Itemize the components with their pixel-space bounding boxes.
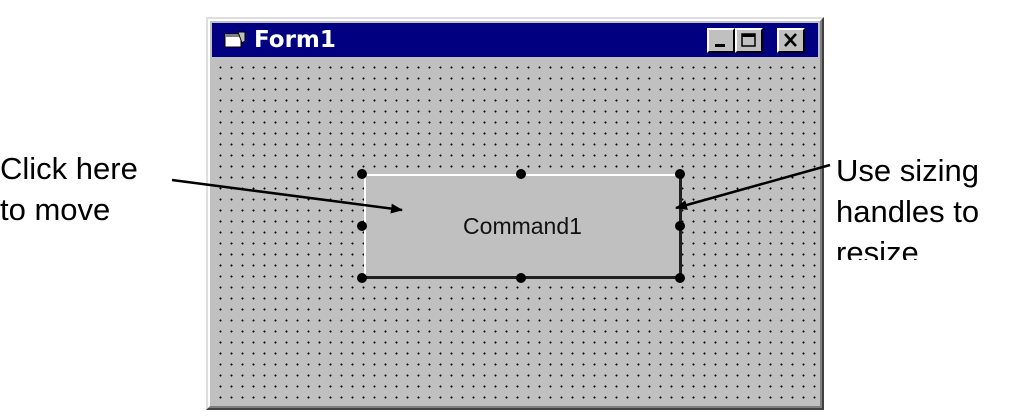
minimize-icon — [715, 44, 725, 47]
maximize-button[interactable] — [735, 28, 763, 53]
annotation-resize-line2: handles to — [836, 194, 980, 229]
sizing-handle-top-right[interactable] — [675, 169, 685, 179]
sizing-handle-bottom-middle[interactable] — [516, 273, 526, 283]
resize-arrow — [675, 163, 831, 210]
form-design-surface[interactable]: Command1 — [212, 59, 818, 404]
sizing-handle-top-left[interactable] — [357, 169, 367, 179]
sizing-handle-bottom-right[interactable] — [675, 273, 685, 283]
annotation-resize: Use sizing handles to resize — [836, 150, 979, 260]
minimize-button[interactable] — [707, 28, 735, 53]
close-icon — [784, 33, 797, 47]
form-icon — [224, 31, 246, 49]
sizing-handle-top-middle[interactable] — [516, 169, 526, 179]
window-title: Form1 — [254, 27, 336, 53]
form-window: Form1 Command1 — [206, 17, 824, 410]
command-button-label: Command1 — [463, 212, 582, 239]
annotation-resize-line3: resize — [836, 235, 919, 260]
title-bar[interactable]: Form1 — [212, 23, 818, 57]
move-arrow — [171, 178, 403, 214]
command-button[interactable]: Command1 — [364, 174, 682, 279]
maximize-icon — [741, 33, 756, 47]
window-frame — [208, 19, 822, 408]
sizing-handle-middle-right[interactable] — [675, 221, 685, 231]
close-button[interactable] — [777, 28, 805, 53]
annotation-move-line2: to move — [0, 192, 111, 227]
sizing-handle-bottom-left[interactable] — [357, 273, 367, 283]
sizing-handle-middle-left[interactable] — [357, 221, 367, 231]
annotation-move-line1: Click here — [0, 151, 138, 186]
annotation-resize-line1: Use sizing — [836, 153, 979, 188]
annotation-move: Click here to move — [0, 148, 138, 230]
